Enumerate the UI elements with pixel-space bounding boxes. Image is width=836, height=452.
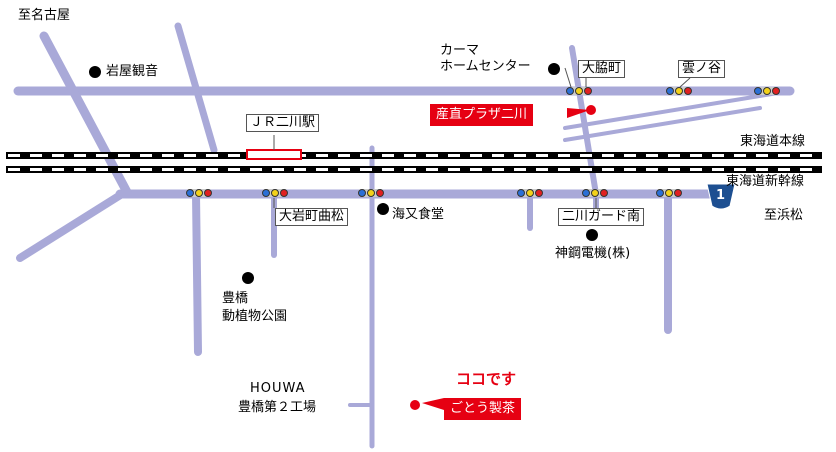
traffic-signal-icon xyxy=(186,189,212,197)
railway-lines xyxy=(6,152,822,173)
highlight-koko-desu: ココです xyxy=(456,370,517,388)
traffic-signal-icon xyxy=(358,189,384,197)
traffic-signal-icon xyxy=(754,87,780,95)
landmark-zoo-line2: 動植物公園 xyxy=(222,309,288,324)
landmark-zoo-line1: 豊橋 xyxy=(222,291,249,306)
landmark-dot-icon xyxy=(89,66,101,78)
landmark-houwa-line1: HOUWA xyxy=(250,381,306,396)
landmark-houwa-line2: 豊橋第２工場 xyxy=(238,400,317,415)
station-marker xyxy=(246,149,302,160)
highlight-sanchoku-plaza: 産直プラザ二川 xyxy=(430,104,534,126)
landmark-karma-line2: ホームセンター xyxy=(440,59,531,74)
traffic-signal-icon xyxy=(517,189,543,197)
intersection-futagawa-guard-minami: 二川ガード南 xyxy=(558,208,645,226)
intersection-oiwa-magarimatsu: 大岩町曲松 xyxy=(275,208,349,226)
route-1-shield-icon xyxy=(706,183,736,210)
landmark-dot-icon xyxy=(586,229,598,241)
road-to-station xyxy=(174,22,218,154)
traffic-signal-icon xyxy=(262,189,288,197)
road-zoo xyxy=(192,190,202,356)
goto-pointer xyxy=(422,398,444,410)
railway-label-shinkansen: 東海道新幹線 xyxy=(726,174,805,189)
traffic-signal-icon xyxy=(656,189,682,197)
landmark-karma-line1: カーマ xyxy=(440,43,480,58)
destination-dot-icon xyxy=(410,400,420,410)
landmark-iwaya-kannon: 岩屋観音 xyxy=(106,64,159,79)
landmark-dot-icon xyxy=(242,272,254,284)
route-number: 1 xyxy=(716,188,726,203)
highlight-goto-seicha: ごとう製茶 xyxy=(444,398,522,420)
traffic-signal-icon xyxy=(566,87,592,95)
intersection-kumonoya: 雲ノ谷 xyxy=(678,60,726,78)
landmark-dot-icon xyxy=(377,203,389,215)
road-diagonal-west xyxy=(16,190,126,262)
direction-nagoya: 至名古屋 xyxy=(18,8,71,23)
destination-dot-icon xyxy=(586,105,596,115)
landmark-dot-icon xyxy=(548,63,560,75)
landmark-umimata-shokudo: 海又食堂 xyxy=(392,207,445,222)
traffic-signal-icon xyxy=(666,87,692,95)
sanchoku-pointer xyxy=(567,108,590,118)
direction-hamamatsu: 至浜松 xyxy=(764,208,804,223)
road-diagonal-east-1 xyxy=(563,89,792,130)
traffic-signal-icon xyxy=(582,189,608,197)
landmark-shinko-denki: 神鋼電機(株) xyxy=(555,246,631,261)
intersection-owaki: 大脇町 xyxy=(578,60,626,78)
road-diagonal-east-2 xyxy=(563,106,762,142)
station-label: ＪＲ二川駅 xyxy=(246,114,320,132)
railway-label-tokaido-main: 東海道本線 xyxy=(740,134,806,149)
